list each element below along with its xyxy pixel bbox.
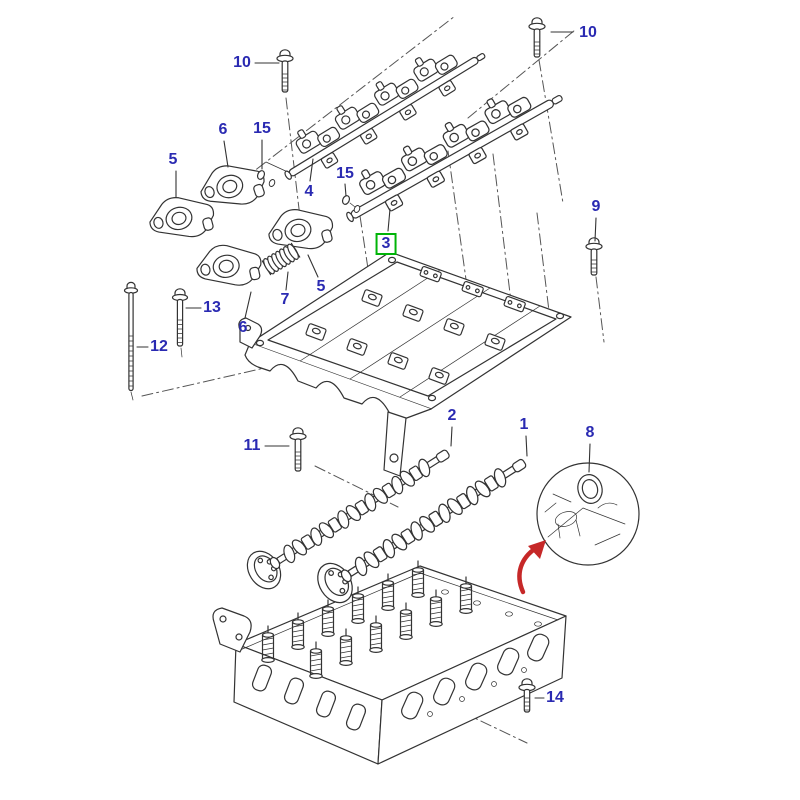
camshaft-seal-part8 [577,474,603,504]
callout-5-upper[interactable]: 5 [168,151,178,168]
bolt-part10-left [276,49,294,93]
callout-8[interactable]: 8 [585,424,595,441]
rocker-shaft-assembly-part4 [284,41,486,180]
callout-6-lower[interactable]: 6 [238,319,248,336]
callout-11[interactable]: 11 [243,437,261,454]
bolt-part9 [585,237,603,276]
callout-7[interactable]: 7 [280,291,290,308]
bolt-part13 [171,288,189,347]
leader-lines [136,31,597,699]
callout-12[interactable]: 12 [150,338,168,355]
rocker-shaft-assembly-part3 [346,82,563,223]
spring-part7 [261,242,301,276]
bolt-part11 [289,427,307,472]
callout-6-upper[interactable]: 6 [218,121,228,138]
callout-4[interactable]: 4 [304,183,314,200]
callout-14[interactable]: 14 [546,689,564,706]
callout-2[interactable]: 2 [447,407,457,424]
cylinder-head [212,560,567,765]
callout-15-upper[interactable]: 15 [253,120,271,137]
callout-3-highlighted[interactable]: 3 [375,233,397,255]
callout-10-top-left[interactable]: 10 [233,54,251,71]
callout-10-top-right[interactable]: 10 [579,24,597,41]
seal-detail-view [536,462,640,566]
camshaft-carrier [238,251,572,477]
rocker-arm-part6-lower [192,237,266,295]
callout-15-lower[interactable]: 15 [336,165,354,182]
detail-pointer-arrow [517,540,546,595]
bolt-part12 [123,281,139,392]
rocker-arm-part5-lower [263,199,338,260]
callout-9[interactable]: 9 [591,198,601,215]
callout-1[interactable]: 1 [519,416,529,433]
bolt-part14 [518,678,536,713]
callout-13[interactable]: 13 [203,299,221,316]
bolt-part10-right [528,17,546,58]
callout-5-lower[interactable]: 5 [316,278,326,295]
